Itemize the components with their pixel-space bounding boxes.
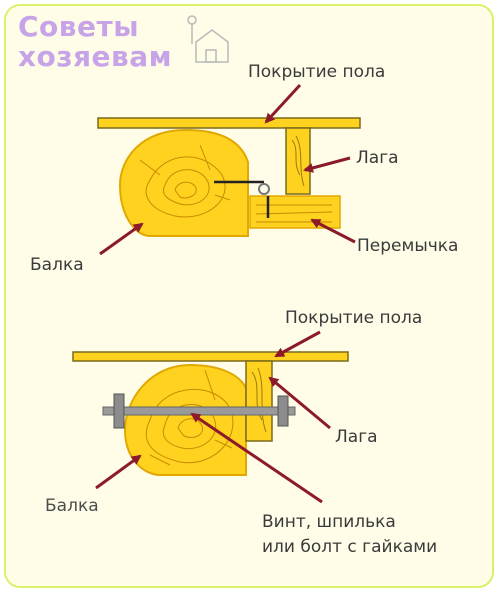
top-lintel-arrow <box>310 218 356 244</box>
top-floor-board <box>97 117 361 129</box>
top-lintel <box>249 195 341 229</box>
bolt-nut-left <box>113 393 125 429</box>
top-joist-label: Лага <box>356 148 399 168</box>
bottom-floor-label: Покрытие пола <box>285 308 423 328</box>
bottom-joist <box>245 360 273 442</box>
bottom-bolt-arrow <box>190 412 323 504</box>
bolt-rod <box>102 406 296 416</box>
bottom-joist-arrow <box>268 376 331 430</box>
house-key-icon <box>187 15 229 63</box>
bottom-floor-board <box>72 351 349 362</box>
top-floor-label: Покрытие пола <box>248 62 386 82</box>
diagram-card <box>4 4 494 588</box>
top-joist <box>285 127 311 195</box>
logo-line2: хозяевам <box>18 40 173 73</box>
bottom-floor-arrow <box>274 330 321 358</box>
bolt-label-line2: или болт с гайками <box>262 537 438 557</box>
bolt-label-line1: Винт, шпилька <box>262 512 396 532</box>
top-beam <box>118 128 249 237</box>
top-diagram <box>97 83 361 256</box>
top-joist-arrow <box>303 156 351 173</box>
bottom-joist-label: Лага <box>335 427 378 447</box>
bottom-beam-arrow <box>95 454 142 490</box>
logo-line1: Советы <box>18 10 140 43</box>
bottom-diagram <box>72 330 349 504</box>
top-beam-arrow <box>99 222 144 256</box>
bottom-beam-label: Балка <box>45 496 99 516</box>
bolt-nut-right <box>277 395 289 427</box>
top-beam-label: Балка <box>30 255 84 275</box>
top-lintel-label: Перемычка <box>357 236 459 256</box>
top-floor-arrow <box>264 83 302 124</box>
